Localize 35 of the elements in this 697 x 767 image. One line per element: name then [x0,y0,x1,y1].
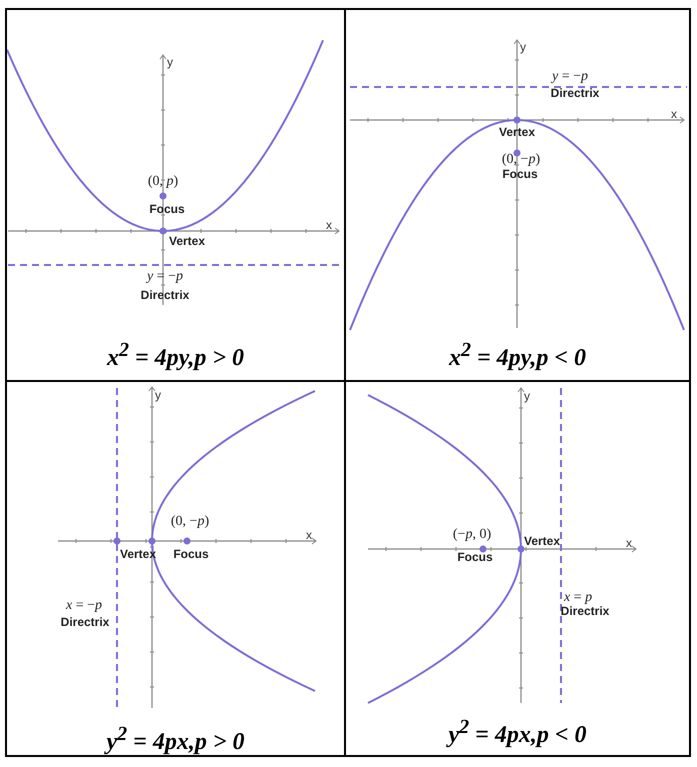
math-label: (0, −p) [502,153,540,167]
math-label: x = −p [66,599,102,613]
math-label: (−p, 0) [452,528,492,542]
axis-label: y [155,389,161,401]
equation-caption: x$^{2}$ = 4py,p < 0 [448,338,586,372]
point-label: Focus [173,548,209,560]
axis-label: x [671,108,677,120]
equation-caption: y$^{2}$ = 4px,p > 0 [106,722,244,756]
point-label: Directrix [550,87,600,99]
math-label: (0, −p) [170,515,210,529]
math-label: (0, p) [148,175,178,189]
point-label: Focus [502,168,538,180]
axis-label: x [306,529,312,541]
point-label: Directrix [60,616,110,628]
axis-label: x [326,219,332,231]
math-label: y = −p [147,270,183,284]
figure-panel [5,380,346,757]
figure-panel [5,8,346,382]
point-label: Directrix [140,289,190,301]
figure-panel [344,380,691,757]
point-label: Focus [149,203,185,215]
axis-label: y [520,41,526,53]
equation-caption: x$^{2}$ = 4py,p > 0 [106,338,244,372]
point-label: Vertex [524,535,560,547]
axis-label: y [524,390,530,402]
math-label: x = p [564,591,592,605]
axis-label: y [167,56,173,68]
point-label: Directrix [560,605,610,617]
math-label: y = −p [552,70,588,84]
figure-panel [344,8,691,382]
point-label: Focus [457,551,493,563]
point-label: Vertex [498,126,536,138]
equation-caption: y$^{2}$ = 4px,p < 0 [448,715,586,749]
axis-label: x [626,537,632,549]
point-label: Vertex [168,235,206,247]
